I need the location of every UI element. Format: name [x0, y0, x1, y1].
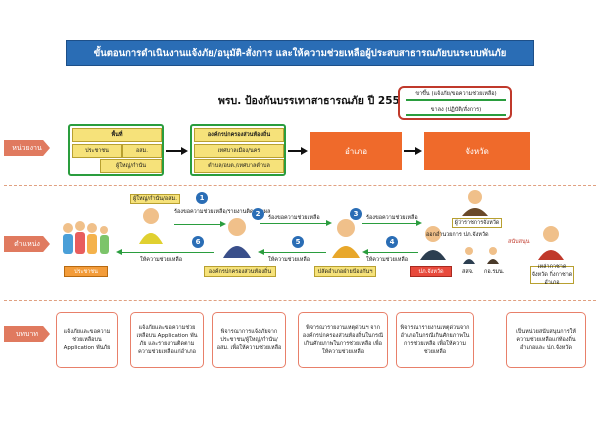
- arrowhead-3: [415, 147, 422, 155]
- flow-1-line: [174, 224, 222, 225]
- step-2: 2: [252, 208, 264, 220]
- flow-4-head: [362, 249, 368, 255]
- flow-4-label: ให้ความช่วยเหลือ: [366, 257, 409, 263]
- divider-1: [4, 185, 596, 186]
- position-local-org: องค์กรปกครองส่วนท้องถิ่น: [204, 266, 276, 277]
- local-official-figure: [220, 214, 254, 258]
- agency-province: จังหวัด: [424, 132, 530, 170]
- position-governor: ผู้ว่าราชการจังหวัด: [452, 218, 502, 228]
- arrow-area-to-local: [166, 150, 182, 152]
- agency-osm: อสม.: [122, 144, 162, 158]
- divider-2: [4, 300, 596, 301]
- role-headman: แจ้งภัยและขอความช่วยเหลือบน Application …: [130, 312, 204, 368]
- arrow-local-to-district: [288, 150, 302, 152]
- flow-2-label: ร้องขอความช่วยเหลือ: [268, 215, 320, 221]
- legend-down-line: [406, 114, 506, 116]
- step-4: 4: [386, 236, 398, 248]
- legend: ขาขึ้น (แจ้งภัย/ขอความช่วยเหลือ) ขาลง (ป…: [398, 86, 512, 120]
- agency-villager: ประชาชน: [72, 144, 122, 158]
- position-headman: ผู้ใหญ่/กำนัน/อสม.: [130, 194, 180, 204]
- legend-up-label: ขาขึ้น (แจ้งภัย/ขอความช่วยเหลือ): [415, 91, 497, 97]
- agency-local-header: องค์กรปกครองส่วนท้องถิ่น: [194, 128, 284, 142]
- page-title: ขั้นตอนการดำเนินงานแจ้งภัย/อนุมัติ-สั่งก…: [66, 40, 534, 66]
- role-local-org: พิจารณาการแจ้งภัยจากประชาชน/ผู้ใหญ่/กำนั…: [212, 312, 286, 368]
- arrowhead-1: [181, 147, 188, 155]
- flow-2-head: [326, 220, 332, 226]
- step-1: 1: [196, 192, 208, 204]
- flow-5-head: [258, 249, 264, 255]
- role-dpm-province: พิจารณารายงานเหตุด่วนจากอำเภอในกรณีเกินศ…: [396, 312, 474, 368]
- position-people: ประชาชน: [64, 266, 108, 277]
- headman-figure: [136, 204, 166, 244]
- role-district: พิจารณารายงานเหตุด่วนฯ จากองค์กรปกครองส่…: [298, 312, 388, 368]
- role-support: เป็นหน่วยสนับสนุนการให้ความช่วยเหลือแก่ท…: [506, 312, 586, 368]
- side-label-role: บทบาท: [4, 326, 50, 342]
- flow-1-label: ร้องขอความช่วยเหลือ/รายงานติดตามผล: [174, 209, 271, 215]
- position-osk: สสจ.: [462, 269, 474, 275]
- support-label: สนับสนุน: [508, 239, 530, 245]
- position-district-officer: ปลัดอำเภอฝ่ายป้องกันฯ: [314, 266, 376, 277]
- district-officer-figure: [330, 216, 362, 258]
- governor-figure: [460, 188, 490, 216]
- dpm-figure: [418, 224, 448, 260]
- law-reference: พรบ. ป้องกันบรรเทาสาธารณภัย ปี 2550: [218, 95, 408, 107]
- agency-headman: ผู้ใหญ่/กำนัน: [100, 159, 162, 173]
- position-provincial-officer: เหล่ากาชาดจังหวัด กิ่งกาชาดอำเภอ: [530, 264, 574, 286]
- arrow-district-to-province: [404, 150, 416, 152]
- position-police: กอ.รมน.: [484, 269, 505, 275]
- role-people: แจ้งภัยและขอความช่วยเหลือบน Application …: [56, 312, 118, 368]
- flow-6-head: [116, 249, 122, 255]
- legend-down-label: ขาลง (ปฏิบัติ/สั่งการ): [430, 107, 482, 113]
- position-dpm-province: ปภ.จังหวัด: [410, 266, 452, 277]
- flow-2-line: [260, 223, 328, 224]
- agency-district: อำเภอ: [310, 132, 402, 170]
- flow-4-line: [366, 252, 418, 253]
- agency-local-box: องค์กรปกครองส่วนท้องถิ่น เทศบาลเมือง/นคร…: [190, 124, 286, 176]
- agency-city: เทศบาลเมือง/นคร: [194, 144, 284, 158]
- osk-figure: [462, 246, 476, 264]
- flow-6-line: [120, 252, 214, 253]
- people-group-figure: [60, 218, 116, 258]
- district-chief-note: ออกอำนวยการ ปภ.จังหวัด: [426, 232, 489, 238]
- agency-subdistrict: ตำบล/อบต./เทศบาลตำบล: [194, 159, 284, 173]
- flow-3-label: ร้องขอความช่วยเหลือ: [366, 215, 418, 221]
- arrowhead-2: [301, 147, 308, 155]
- step-5: 5: [292, 236, 304, 248]
- step-6: 6: [192, 236, 204, 248]
- police-figure: [486, 246, 500, 264]
- flow-6-label: ให้ความช่วยเหลือ: [140, 257, 183, 263]
- agency-area-box: พื้นที่ ประชาชน อสม. ผู้ใหญ่/กำนัน: [68, 124, 164, 176]
- provincial-officer-figure: [536, 224, 566, 260]
- agency-area-header: พื้นที่: [72, 128, 162, 142]
- flow-5-label: ให้ความช่วยเหลือ: [268, 257, 311, 263]
- flow-1-head: [220, 221, 226, 227]
- flow-5-line: [262, 252, 326, 253]
- side-label-agency: หน่วยงาน: [4, 140, 50, 156]
- side-label-position: ตำแหน่ง: [4, 236, 50, 252]
- flow-3-head: [416, 220, 422, 226]
- flow-3-line: [362, 223, 418, 224]
- legend-up-line: [406, 99, 506, 101]
- step-3: 3: [350, 208, 362, 220]
